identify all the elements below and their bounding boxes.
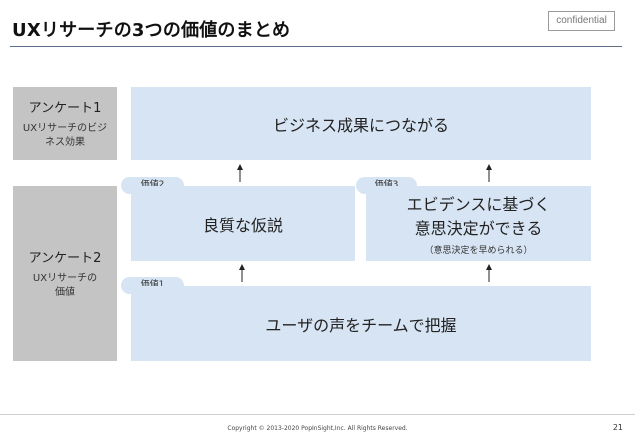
- survey1-subtext-line2: ネス効果: [44, 137, 85, 148]
- page-number: 21: [612, 423, 623, 432]
- arrow-up-icon: [486, 264, 492, 282]
- survey2-heading: アンケート2: [28, 251, 102, 266]
- survey1-heading: アンケート1: [28, 101, 102, 116]
- title-divider: [10, 46, 622, 47]
- survey2-subtext-line1: UXリサーチの: [32, 273, 98, 284]
- confidential-badge: confidential: [548, 11, 615, 31]
- value1-text: ユーザの声をチームで把握: [265, 315, 457, 335]
- survey1-label-box: アンケート1 UXリサーチのビジ ネス効果: [13, 87, 117, 160]
- survey2-label-box: アンケート2 UXリサーチの 価値: [13, 186, 117, 361]
- value1-block: ユーザの声をチームで把握: [131, 286, 591, 361]
- value3-block: エビデンスに基づく 意思決定ができる （意思決定を早められる）: [366, 186, 591, 261]
- survey1-subtext-line1: UXリサーチのビジ: [22, 123, 108, 134]
- value3-note: （意思決定を早められる）: [424, 246, 533, 256]
- survey2-subtext: UXリサーチの 価値: [33, 272, 97, 300]
- business-results-text: ビジネス成果につながる: [272, 115, 449, 135]
- footer-divider: [0, 414, 635, 415]
- business-results-block: ビジネス成果につながる: [131, 87, 591, 160]
- arrow-up-icon: [237, 164, 243, 182]
- page-title: UXリサーチの3つの価値のまとめ: [12, 20, 291, 41]
- arrow-up-icon: [239, 264, 245, 282]
- value2-text: 良質な仮説: [202, 215, 283, 235]
- survey1-subtext: UXリサーチのビジ ネス効果: [23, 122, 107, 150]
- value3-line2: 意思決定ができる: [414, 219, 543, 238]
- survey2-subtext-line2: 価値: [54, 287, 75, 298]
- copyright-text: Copyright © 2013-2020 PopInSight,Inc. Al…: [227, 425, 408, 432]
- value3-line1: エビデンスに基づく: [406, 195, 551, 214]
- arrow-up-icon: [486, 164, 492, 182]
- value2-block: 良質な仮説: [131, 186, 355, 261]
